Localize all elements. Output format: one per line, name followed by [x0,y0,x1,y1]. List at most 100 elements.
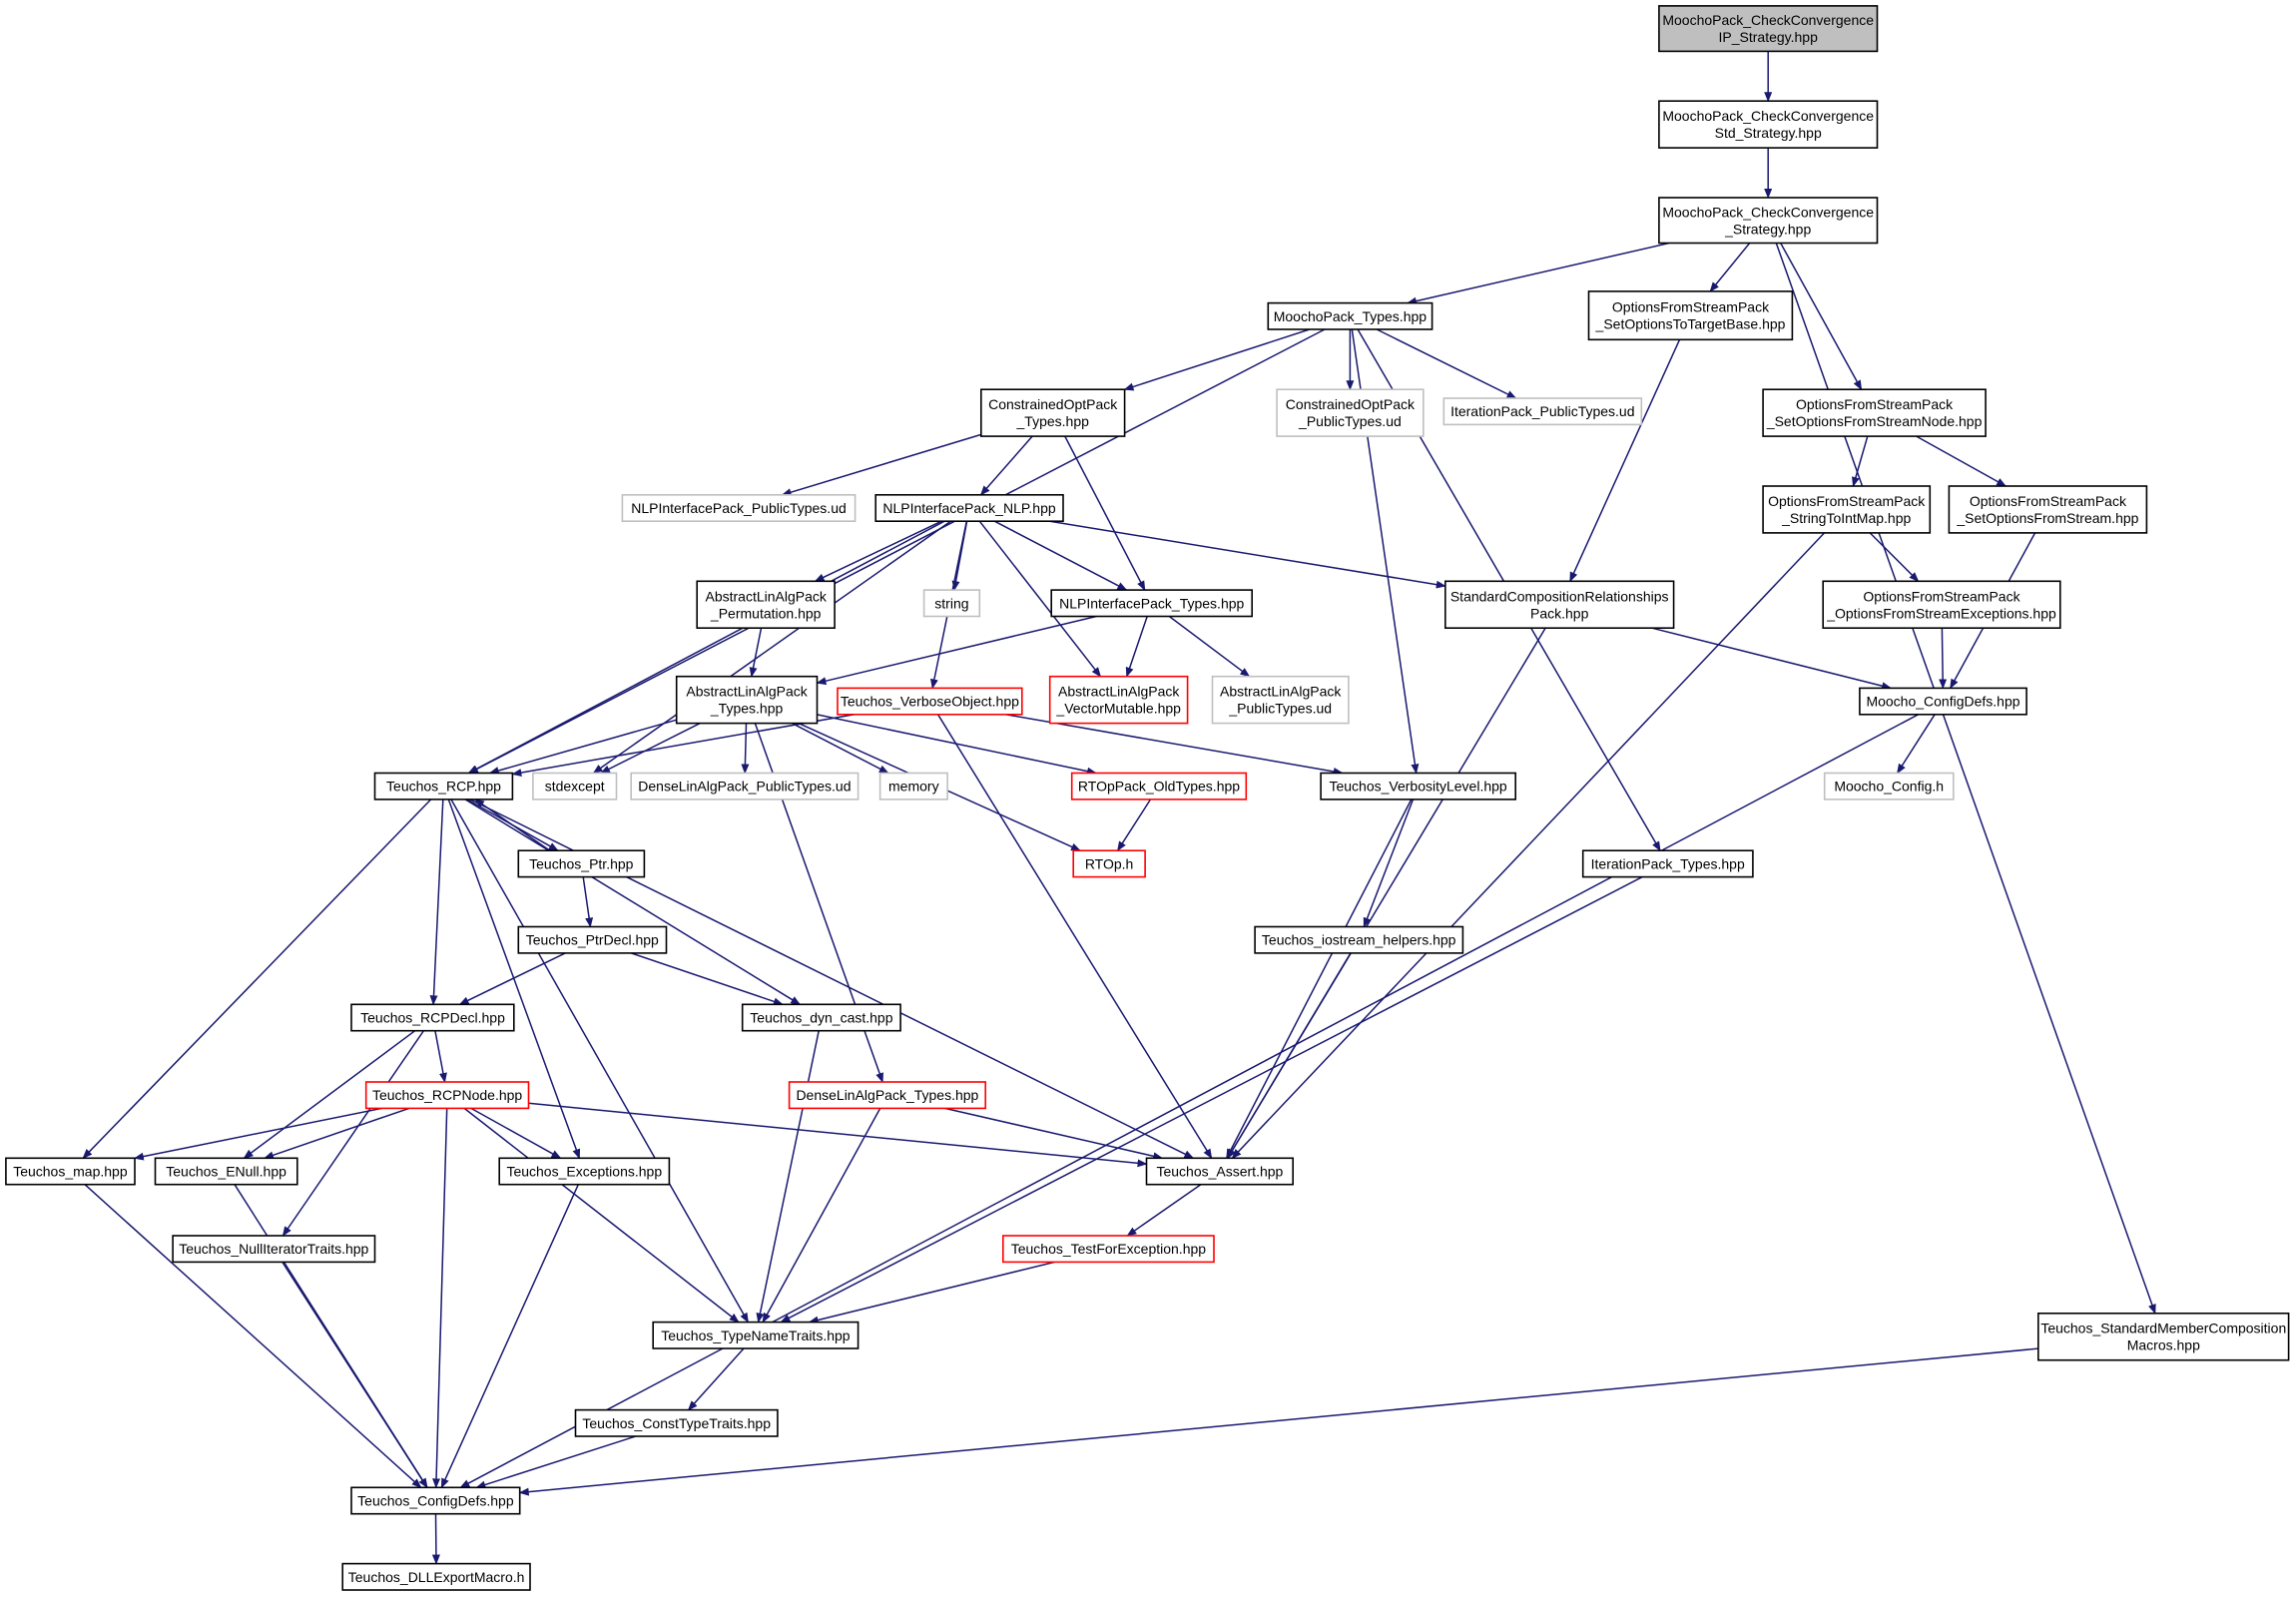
node-copt_ud[interactable]: ConstrainedOptPack_PublicTypes.ud [1276,388,1425,437]
node-box [1211,675,1350,725]
node-label: _PublicTypes.ud [1228,701,1332,717]
node-rcp[interactable]: Teuchos_RCP.hpp [373,772,514,800]
node-label: AbstractLinAlgPack [1058,684,1180,700]
node-label: _SetOptionsToTargetBase.hpp [1595,316,1786,332]
node-assert[interactable]: Teuchos_Assert.hpp [1145,1157,1294,1186]
node-iter_ud[interactable]: IterationPack_PublicTypes.ud [1442,397,1643,426]
edge-verb_obj-to-assert [936,714,1213,1160]
edge-ala_types-to-memory [792,722,889,775]
node-dla_types[interactable]: DenseLinAlgPack_Types.hpp [788,1081,986,1110]
node-box [2037,1313,2290,1361]
node-box [788,1081,986,1110]
node-ofs_set[interactable]: OptionsFromStreamPack_SetOptionsFromStre… [1948,485,2148,534]
node-copt[interactable]: ConstrainedOptPack_Types.hpp [979,388,1126,437]
node-box [1658,100,1879,149]
node-box [652,1321,860,1349]
node-label: RTOpPack_OldTypes.hpp [1078,779,1240,795]
node-label: Teuchos_Ptr.hpp [529,855,634,871]
node-nlp_ud[interactable]: NLPInterfacePack_PublicTypes.ud [621,493,857,522]
node-label: ConstrainedOptPack [1286,396,1416,412]
node-ofs_exc[interactable]: OptionsFromStreamPack_OptionsFromStreamE… [1822,580,2061,629]
node-label: MoochoPack_CheckConvergence [1662,204,1874,220]
node-ala_vm[interactable]: AbstractLinAlgPack_VectorMutable.hpp [1048,675,1189,725]
node-exceptions[interactable]: Teuchos_Exceptions.hpp [498,1157,671,1186]
node-ofs_node[interactable]: OptionsFromStreamPack_SetOptionsFromStre… [1762,388,1987,437]
node-box [1267,301,1434,330]
node-rcpdecl[interactable]: Teuchos_RCPDecl.hpp [350,1003,515,1032]
edge-nullit-to-configdefs [282,1261,428,1489]
node-ios[interactable]: Teuchos_iostream_helpers.hpp [1254,925,1464,954]
node-rtop_old[interactable]: RTOpPack_OldTypes.hpp [1070,772,1248,800]
node-label: memory [888,779,939,795]
node-rtop[interactable]: RTOp.h [1072,849,1146,878]
node-label: _OptionsFromStreamExceptions.hpp [1826,605,2056,621]
node-map[interactable]: Teuchos_map.hpp [5,1157,136,1186]
node-moocho_cfg[interactable]: Moocho_Config.h [1823,772,1955,800]
edge-verb_obj-to-rcp [511,714,856,777]
edge-smcm-to-configdefs [518,1347,2038,1496]
node-std[interactable]: MoochoPack_CheckConvergenceStd_Strategy.… [1658,100,1879,149]
edge-ofs_exc-to-moocho_cd [1939,628,1948,690]
node-stdexcept[interactable]: stdexcept [532,772,618,800]
node-box [1762,485,1932,534]
node-label: Teuchos_dyn_cast.hpp [750,1010,892,1026]
edge-ala_types-to-dla_ud [741,723,750,775]
node-ptr[interactable]: Teuchos_Ptr.hpp [517,849,646,878]
node-verb_obj[interactable]: Teuchos_VerboseObject.hpp [837,687,1023,716]
node-box [373,772,514,800]
node-label: Teuchos_VerbosityLevel.hpp [1329,779,1506,795]
node-label: MoochoPack_CheckConvergence [1662,12,1874,28]
edge-nlp-to-ala_vm [978,520,1102,678]
node-nullit[interactable]: Teuchos_NullIteratorTraits.hpp [172,1235,376,1264]
node-mtypes[interactable]: MoochoPack_Types.hpp [1267,301,1434,330]
node-box [517,925,668,954]
node-box [696,580,836,629]
node-label: Teuchos_iostream_helpers.hpp [1262,932,1456,948]
edge-moocho_cd-to-moocho_cfg [1896,714,1936,775]
edge-scr-to-moocho_cd [1652,627,1893,691]
node-strat[interactable]: MoochoPack_CheckConvergence_Strategy.hpp [1658,197,1879,245]
node-root[interactable]: MoochoPack_CheckConvergenceIP_Strategy.h… [1658,5,1879,53]
node-label: Macros.hpp [2127,1337,2200,1353]
node-ptrdecl[interactable]: Teuchos_PtrDecl.hpp [517,925,668,954]
node-enull[interactable]: Teuchos_ENull.hpp [154,1157,298,1186]
edge-nlp-to-scr [1049,520,1446,589]
edge-rcpdecl-to-nullit [282,1030,425,1237]
node-dyncast[interactable]: Teuchos_dyn_cast.hpp [741,1003,901,1032]
node-label: _SetOptionsFromStream.hpp [1956,510,2138,526]
node-box [1948,485,2148,534]
node-ala_perm[interactable]: AbstractLinAlgPack_Permutation.hpp [696,580,836,629]
node-ala_types[interactable]: AbstractLinAlgPack_Types.hpp [675,675,819,725]
node-dll[interactable]: Teuchos_DLLExportMacro.h [341,1562,531,1591]
node-nlp[interactable]: NLPInterfacePack_NLP.hpp [874,493,1064,522]
edge-consttype-to-configdefs [475,1435,636,1489]
node-ofs_target[interactable]: OptionsFromStreamPack_SetOptionsToTarget… [1587,290,1794,341]
node-label: MoochoPack_Types.hpp [1274,308,1428,324]
node-dla_ud[interactable]: DenseLinAlgPack_PublicTypes.ud [630,772,860,800]
edge-ofs_s2i-to-assert [1231,532,1826,1160]
node-string[interactable]: string [922,589,981,618]
node-typename[interactable]: Teuchos_TypeNameTraits.hpp [652,1321,860,1349]
node-verb_lvl[interactable]: Teuchos_VerbosityLevel.hpp [1320,772,1516,800]
node-label: AbstractLinAlgPack [686,684,808,700]
edge-rcpdecl-to-rcpnode [434,1030,447,1083]
node-label: Teuchos_NullIteratorTraits.hpp [179,1241,368,1257]
node-smcm[interactable]: Teuchos_StandardMemberCompositionMacros.… [2037,1313,2290,1361]
node-rcpnode[interactable]: Teuchos_RCPNode.hpp [364,1081,530,1110]
node-consttype[interactable]: Teuchos_ConstTypeTraits.hpp [574,1408,779,1437]
edge-dla_types-to-typename [762,1108,881,1324]
node-nlp_types[interactable]: NLPInterfacePack_Types.hpp [1050,589,1253,618]
node-ala_ud[interactable]: AbstractLinAlgPack_PublicTypes.ud [1211,675,1350,725]
node-label: IP_Strategy.hpp [1719,29,1819,45]
node-box [621,493,857,522]
node-ofs_s2i[interactable]: OptionsFromStreamPack_StringToIntMap.hpp [1762,485,1932,534]
node-memory[interactable]: memory [878,772,948,800]
node-iter_types[interactable]: IterationPack_Types.hpp [1581,849,1754,878]
node-configdefs[interactable]: Teuchos_ConfigDefs.hpp [350,1486,521,1515]
node-moocho_cd[interactable]: Moocho_ConfigDefs.hpp [1859,687,2027,716]
edge-dyncast-to-typename [756,1030,820,1324]
node-testexc[interactable]: Teuchos_TestForException.hpp [1001,1235,1215,1264]
edge-mtypes-to-iter_ud [1376,328,1517,399]
